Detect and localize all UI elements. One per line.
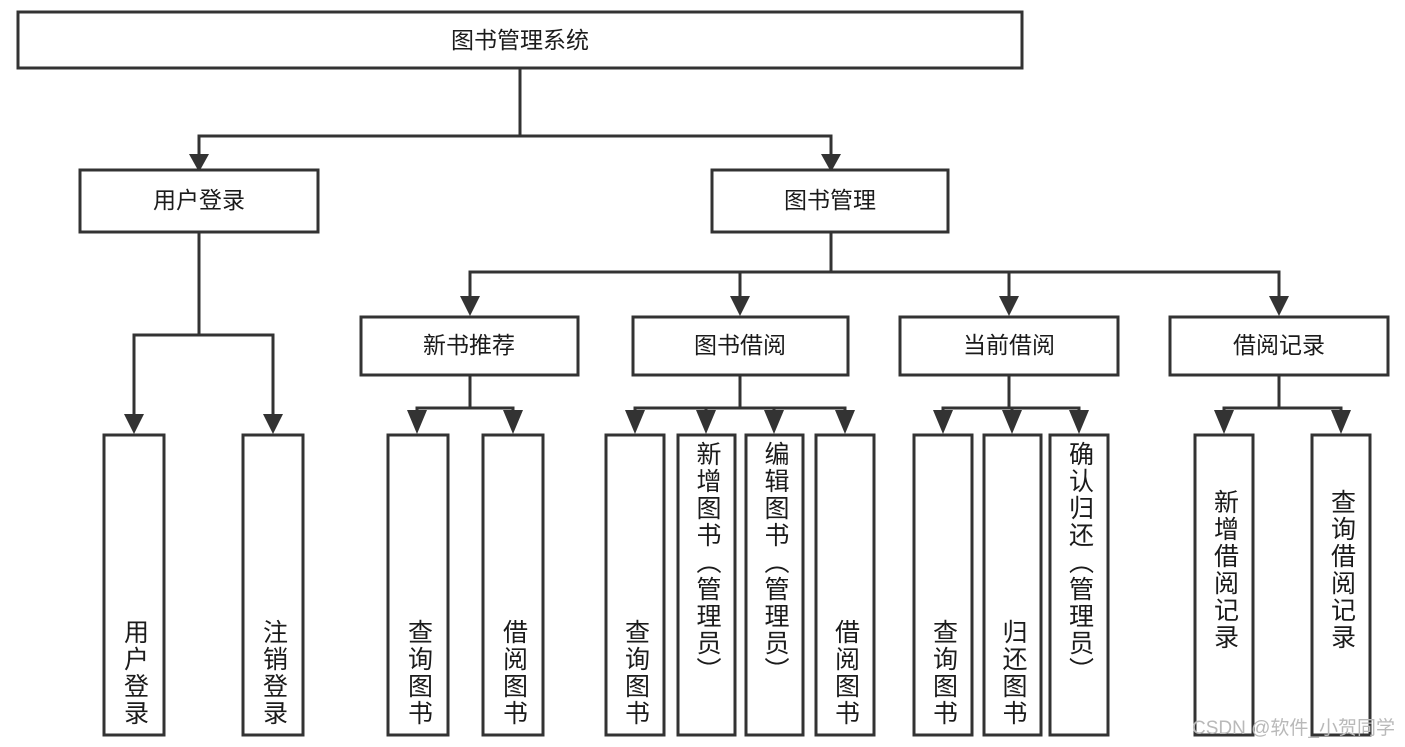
label-current-borrow: 当前借阅 [963, 332, 1055, 358]
node-box-root[interactable] [16, 10, 1024, 70]
label-user-login: 用户登录 [153, 187, 245, 213]
leaf-box-book-borrow-0[interactable] [604, 433, 666, 737]
node-box-user-login[interactable] [78, 168, 320, 234]
arrow-bm-to-new-book [460, 296, 480, 316]
node-box-current-borrow[interactable] [898, 315, 1120, 377]
node-box-book-manage[interactable] [710, 168, 950, 234]
arrow-book-borrow-leaf-2 [764, 410, 784, 434]
node-box-borrow-record[interactable] [1168, 315, 1390, 377]
connector-group-borrow-record [1214, 373, 1351, 434]
arrow-borrow-record-leaf-1 [1331, 410, 1351, 434]
arrow-book-borrow-leaf-3 [835, 410, 855, 434]
connector-group-user-login [124, 230, 283, 434]
arrow-new-book-leaf-0 [407, 410, 427, 434]
node-box-new-book-recommend[interactable] [359, 315, 580, 377]
leaf-box-user-login-1[interactable] [241, 433, 305, 737]
label-book-manage: 图书管理 [784, 187, 876, 213]
arrow-current-borrow-leaf-2 [1069, 410, 1089, 434]
arrow-bm-to-borrow-record [1269, 296, 1289, 316]
leaf-box-user-login-0[interactable] [102, 433, 166, 737]
connector-group-new-book [407, 373, 523, 434]
connector-group-root [189, 66, 841, 172]
leaf-box-book-borrow-1[interactable] [676, 433, 737, 737]
arrow-current-borrow-leaf-0 [933, 410, 953, 434]
leaf-box-current-borrow-0[interactable] [912, 433, 974, 737]
arrow-root-to-book-manage [821, 154, 841, 172]
arrow-bm-to-book-borrow [730, 296, 750, 316]
connector-group-book-borrow [625, 373, 855, 434]
arrow-bm-to-current-borrow [999, 296, 1019, 316]
leaf-box-book-borrow-3[interactable] [814, 433, 876, 737]
leaf-box-current-borrow-2[interactable] [1048, 433, 1110, 737]
arrow-borrow-record-leaf-0 [1214, 410, 1234, 434]
label-new-book-recommend: 新书推荐 [423, 332, 515, 358]
leaf-box-borrow-record-0[interactable] [1193, 433, 1255, 737]
label-root: 图书管理系统 [451, 27, 589, 53]
arrow-user-login-leaf-0 [124, 414, 144, 434]
arrow-user-login-leaf-1 [263, 414, 283, 434]
leaf-box-new-book-0[interactable] [386, 433, 450, 737]
leaf-box-book-borrow-2[interactable] [744, 433, 805, 737]
node-box-book-borrow[interactable] [631, 315, 850, 377]
arrow-root-to-user-login [189, 154, 209, 172]
watermark-text: CSDN @软件_小贺同学 [1192, 718, 1395, 739]
leaf-box-current-borrow-1[interactable] [982, 433, 1043, 737]
arrow-current-borrow-leaf-1 [1002, 410, 1022, 434]
connector-group-book-manage [460, 230, 1289, 316]
label-borrow-record: 借阅记录 [1233, 332, 1325, 358]
arrow-new-book-leaf-1 [503, 410, 523, 434]
leaf-box-new-book-1[interactable] [481, 433, 545, 737]
arrow-book-borrow-leaf-0 [625, 410, 645, 434]
arrow-book-borrow-leaf-1 [696, 410, 716, 434]
connector-group-current-borrow [933, 373, 1089, 434]
label-book-borrow: 图书借阅 [694, 332, 786, 358]
leaf-box-borrow-record-1[interactable] [1310, 433, 1372, 737]
